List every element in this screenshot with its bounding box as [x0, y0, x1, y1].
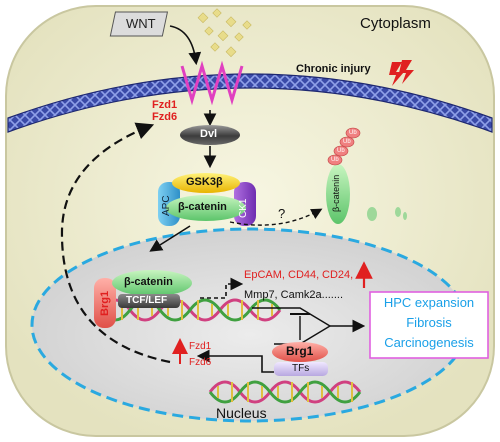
- free-bcat-node: [326, 164, 350, 224]
- dvl-node: [180, 125, 240, 145]
- degradation-arrow: [229, 208, 323, 226]
- ub-label-1: Ub: [331, 157, 339, 163]
- wnt-box: [109, 11, 169, 37]
- ubiquitin-chain: [327, 127, 361, 166]
- outcome-box: [369, 291, 489, 359]
- genes-black: Mmp7, Camk2a.......: [244, 289, 344, 301]
- tcf-lef-node: [118, 294, 180, 308]
- question-mark: ?: [278, 206, 286, 221]
- gene-epcam: EpCAM,: [244, 269, 285, 281]
- nuclear-bcat-node: [112, 270, 192, 296]
- tcf-lef-label: TCF/LEF: [126, 295, 168, 306]
- ub-label-3: Ub: [343, 139, 351, 145]
- dvl-label: Dvl: [200, 128, 218, 140]
- chronic-injury-label: Chronic injury: [296, 63, 371, 75]
- outcome-hpc: HPC expansion: [383, 295, 475, 310]
- fzd1-membrane-label: Fzd1: [152, 99, 178, 111]
- degraded-fragments: [367, 207, 407, 221]
- nuclear-bcat-label: β-catenin: [124, 276, 173, 288]
- nucleus-label: Nucleus: [216, 405, 267, 421]
- outcome-fibrosis: Fibrosis: [406, 315, 452, 330]
- wnt-particles: [197, 8, 252, 58]
- tfs-node: [274, 362, 328, 376]
- cell-membrane: [7, 73, 493, 133]
- ck1-label: CK1: [238, 198, 249, 218]
- brg1-side-label: Brg1: [99, 290, 111, 316]
- gsk3b-node: [172, 173, 240, 193]
- fzd6-nuclear-label: Fzd6: [189, 357, 212, 368]
- feedback-arrow: [60, 122, 171, 364]
- ub-label-2: Ub: [337, 148, 345, 154]
- outcome-carcinogenesis: Carcinogenesis: [384, 335, 474, 350]
- frizzled-receptor: [180, 60, 244, 106]
- ub-label-4: Ub: [349, 130, 357, 136]
- free-bcat-label: β-catenin: [331, 174, 341, 212]
- bcat-complex-node: [166, 195, 246, 221]
- dna-helix-lower: [208, 380, 362, 404]
- brg1-side-node: [94, 278, 116, 328]
- brg1-tf-node: [272, 342, 328, 362]
- wnt-arrow: [169, 25, 202, 66]
- brg1-tf-label: Brg1: [286, 344, 314, 358]
- fzd6-membrane-label: Fzd6: [152, 111, 178, 123]
- fzd1-nuclear-label: Fzd1: [189, 341, 212, 352]
- lightning-icon: [389, 60, 414, 86]
- gsk3b-label: GSK3β: [186, 176, 223, 188]
- cytoplasm-label: Cytoplasm: [360, 15, 431, 32]
- bcat-complex-label: β-catenin: [178, 201, 227, 213]
- apc-label: APC: [161, 195, 172, 216]
- gene-cd24: CD24,: [322, 269, 354, 281]
- wnt-label: WNT: [126, 16, 156, 31]
- gene-cd44: CD44,: [288, 269, 320, 281]
- tfs-label: TFs: [292, 363, 310, 374]
